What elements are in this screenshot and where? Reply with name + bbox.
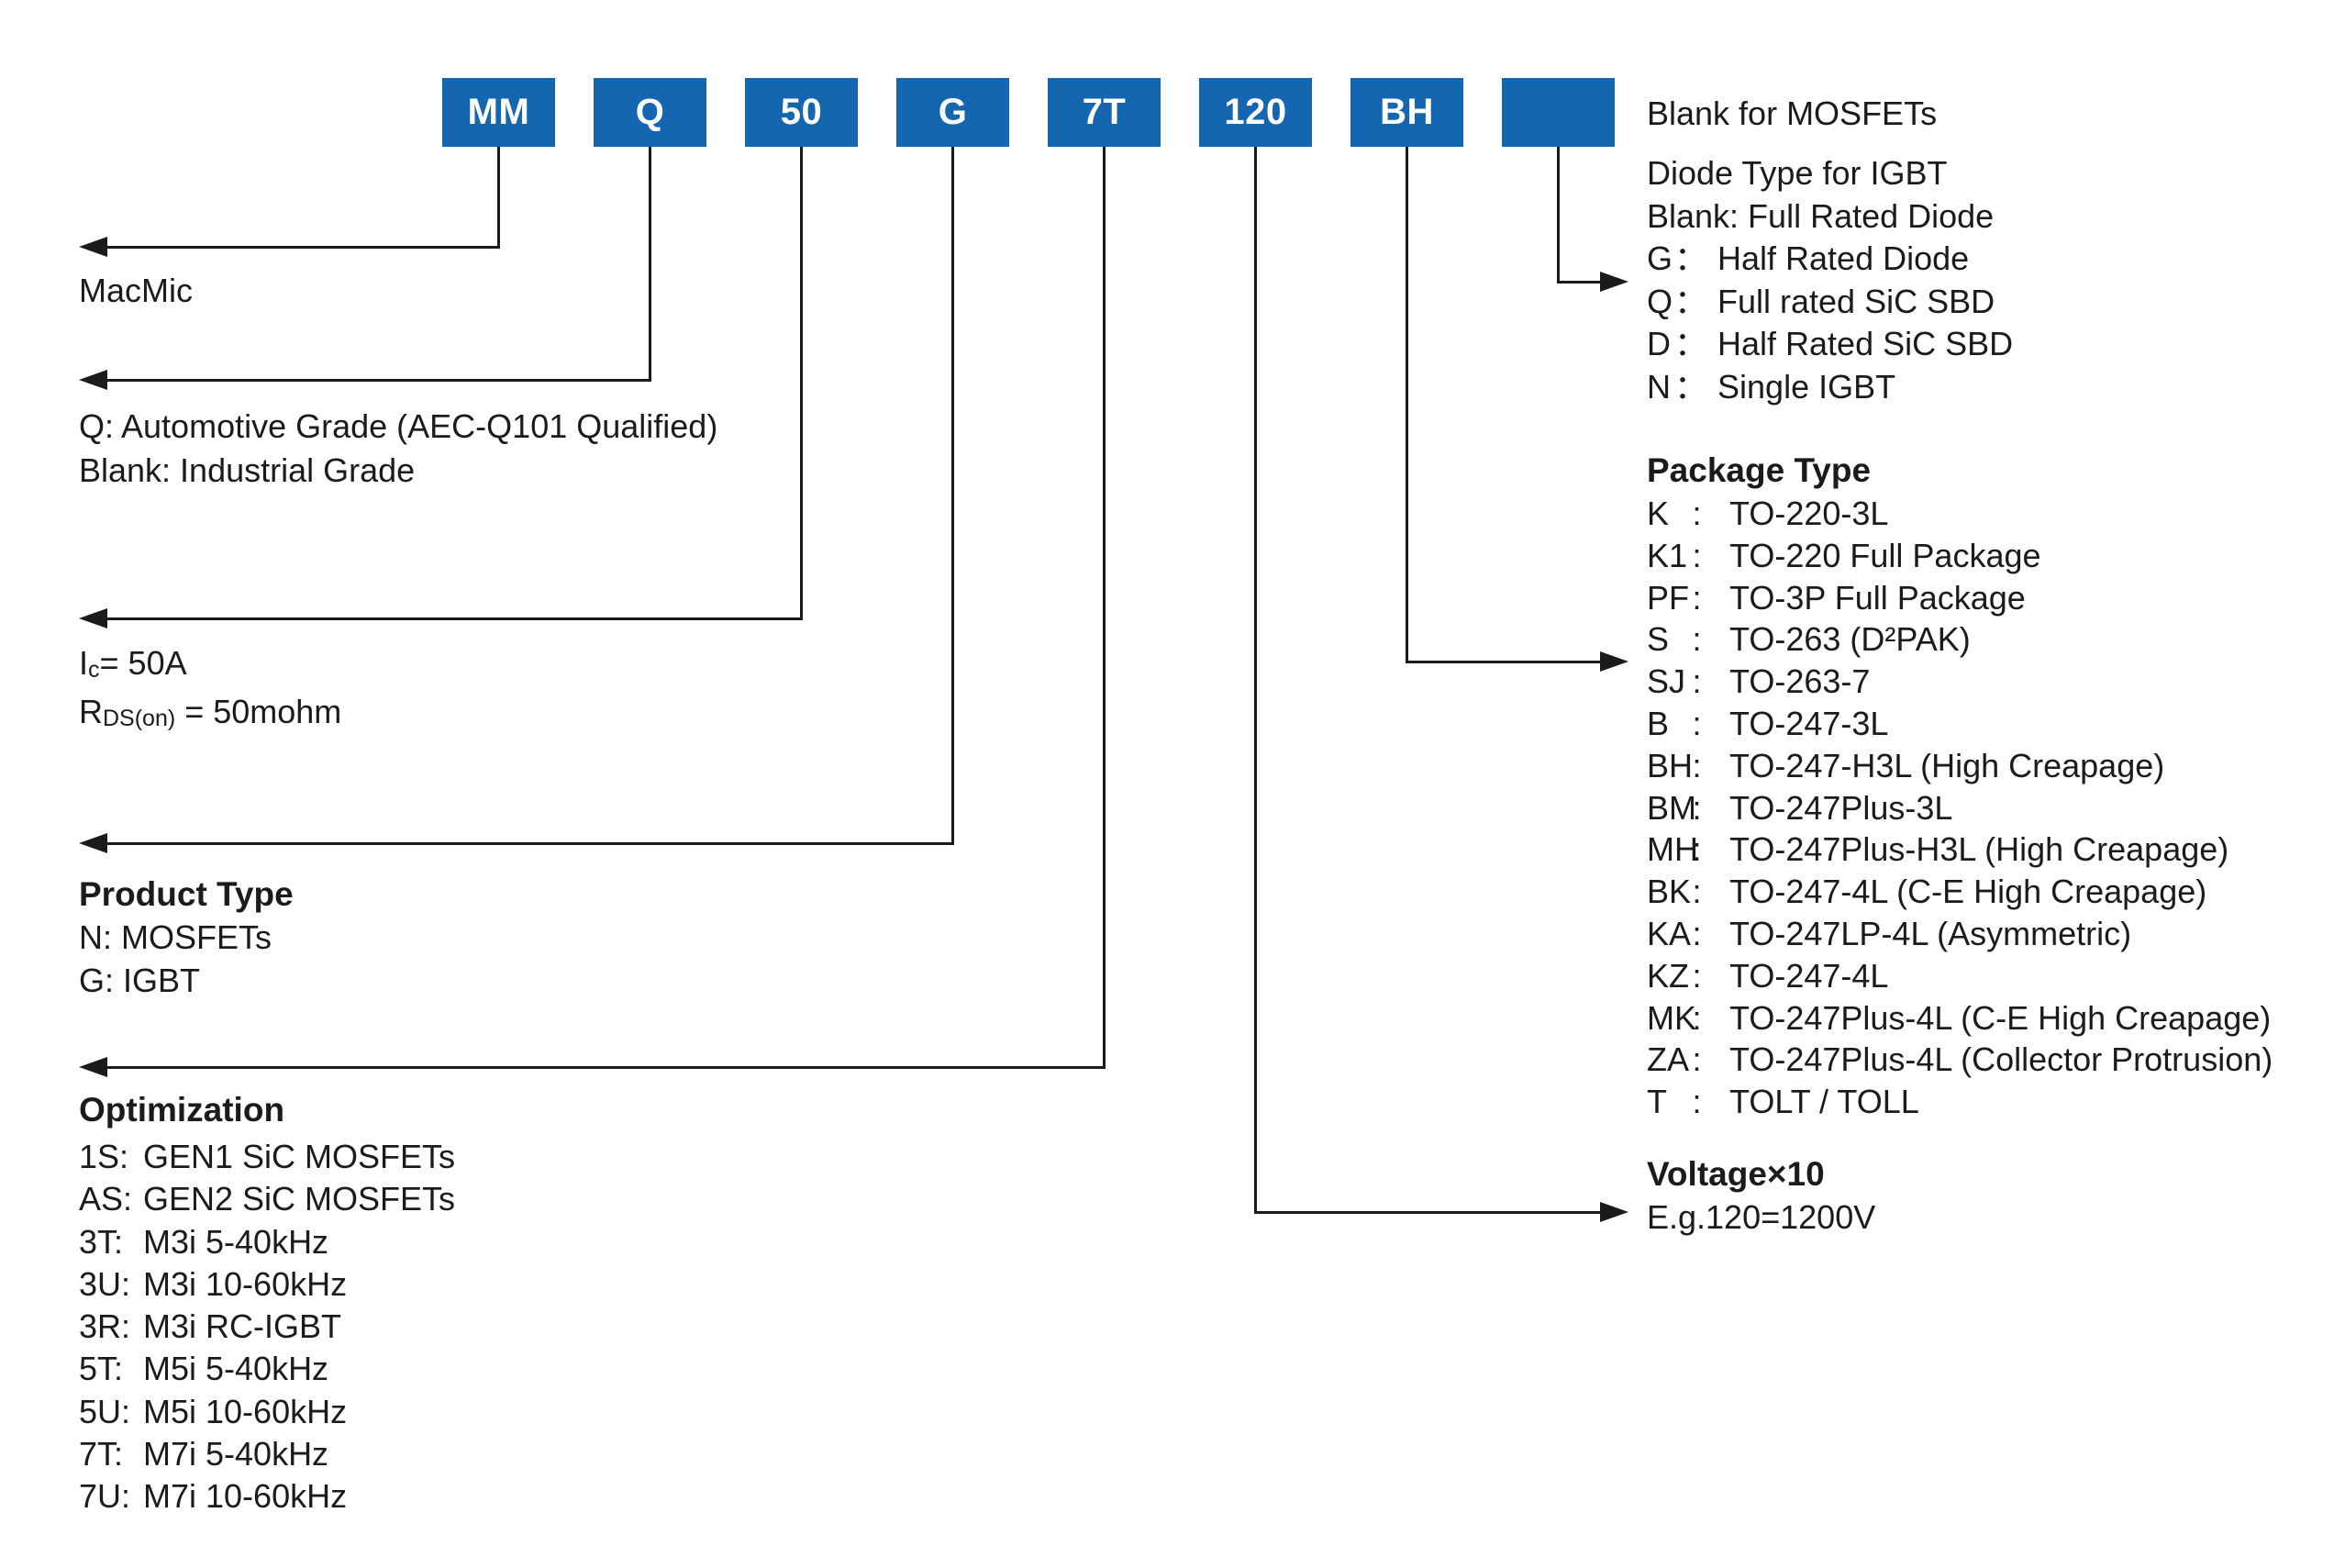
grade-industrial-line: Blank: Industrial Grade xyxy=(79,451,416,489)
diode-type-row: D：Half Rated SiC SBD xyxy=(1647,325,2014,363)
package-row: K1:TO-220 Full Package xyxy=(1647,536,2041,574)
connector-bh-hline xyxy=(1406,661,1602,663)
optimization-row: AS:GEN2 SiC MOSFETs xyxy=(79,1180,456,1218)
connector-g-hline xyxy=(103,842,954,845)
part-code-box-50: 50 xyxy=(745,78,858,147)
package-row: PF:TO-3P Full Package xyxy=(1647,578,2026,617)
part-code-box-120: 120 xyxy=(1199,78,1312,147)
optimization-row: 3U:M3i 10-60kHz xyxy=(79,1264,348,1303)
diode-type-row: G：Half Rated Diode xyxy=(1647,239,1970,278)
diode-type-blank-line: Blank: Full Rated Diode xyxy=(1647,196,1995,235)
optimization-row: 5T:M5i 5-40kHz xyxy=(79,1350,329,1388)
product-type-igbt-line: G: IGBT xyxy=(79,962,201,999)
subscript: DS(on) xyxy=(103,706,176,731)
part-code-box-mm: MM xyxy=(442,78,555,147)
product-type-title: Product Type xyxy=(79,875,294,913)
voltage-title: Voltage×10 xyxy=(1647,1155,1825,1193)
connector-50-vline xyxy=(800,147,803,620)
diode-type-title: Diode Type for IGBT xyxy=(1647,154,1948,192)
part-code-box-blank xyxy=(1502,78,1615,147)
optimization-row: 7T:M7i 5-40kHz xyxy=(79,1435,329,1473)
brand-label: MacMic xyxy=(79,272,193,309)
diode-type-row: N：Single IGBT xyxy=(1647,367,1896,406)
package-row: BM:TO-247Plus-3L xyxy=(1647,788,1953,827)
optimization-row: 7U:M7i 10-60kHz xyxy=(79,1477,348,1516)
diode-type-row: Q：Full rated SiC SBD xyxy=(1647,282,1995,320)
connector-blank-hline xyxy=(1557,281,1602,284)
arrow-left-icon xyxy=(79,608,107,628)
connector-q-hline xyxy=(103,379,651,382)
product-type-legend: N: MOSFETs G: IGBT xyxy=(79,916,272,1002)
connector-50-hline xyxy=(103,617,803,620)
part-code-box-q: Q xyxy=(594,78,706,147)
optimization-row: 3T:M3i 5-40kHz xyxy=(79,1222,329,1261)
connector-mm-vline xyxy=(497,147,500,249)
part-code-box-7t: 7T xyxy=(1048,78,1161,147)
connector-mm-hline xyxy=(103,246,500,249)
arrow-right-icon xyxy=(1600,272,1628,292)
subscript: c xyxy=(88,657,100,683)
package-row: MK:TO-247Plus-4L (C-E High Creapage) xyxy=(1647,998,2272,1037)
voltage-example: E.g.120=1200V xyxy=(1647,1198,1876,1236)
arrow-left-icon xyxy=(79,833,107,853)
part-code-box-g: G xyxy=(896,78,1009,147)
rds-rating-line: RDS(on) = 50mohm xyxy=(79,693,342,731)
package-row: BK:TO-247-4L (C-E High Creapage) xyxy=(1647,873,2207,911)
connector-q-vline xyxy=(649,147,651,382)
package-row: T:TOLT / TOLL xyxy=(1647,1083,1919,1121)
package-row: K:TO-220-3L xyxy=(1647,495,1889,532)
connector-7t-hline xyxy=(103,1066,1106,1069)
package-row: MH:TO-247Plus-H3L (High Creapage) xyxy=(1647,830,2229,869)
grade-legend: Q: Automotive Grade (AEC-Q101 Qualified)… xyxy=(79,405,717,493)
package-type-title: Package Type xyxy=(1647,451,1872,489)
connector-blank-vline xyxy=(1557,147,1560,284)
package-type-legend: K:TO-220-3L K1:TO-220 Full Package PF:TO… xyxy=(1647,493,2273,1123)
part-code-box-bh: BH xyxy=(1350,78,1463,147)
current-rating-line: Ic= 50A xyxy=(79,644,187,683)
optimization-title: Optimization xyxy=(79,1091,285,1129)
package-row: S:TO-263 (D²PAK) xyxy=(1647,620,1971,659)
grade-automotive-line: Q: Automotive Grade (AEC-Q101 Qualified) xyxy=(79,407,718,445)
package-row: SJ:TO-263-7 xyxy=(1647,662,1871,701)
package-row: B:TO-247-3L xyxy=(1647,704,1889,742)
connector-120-vline xyxy=(1254,147,1257,1214)
package-row: KZ:TO-247-4L xyxy=(1647,956,1889,995)
package-row: ZA:TO-247Plus-4L (Collector Protrusion) xyxy=(1647,1040,2273,1079)
connector-7t-vline xyxy=(1103,147,1106,1069)
optimization-row: 3R:M3i RC-IGBT xyxy=(79,1307,341,1346)
arrow-left-icon xyxy=(79,370,107,390)
optimization-legend: 1S:GEN1 SiC MOSFETs AS:GEN2 SiC MOSFETs … xyxy=(79,1136,455,1518)
optimization-row: 1S:GEN1 SiC MOSFETs xyxy=(79,1138,456,1175)
connector-120-hline xyxy=(1254,1211,1602,1214)
arrow-right-icon xyxy=(1600,651,1628,672)
optimization-row: 5U:M5i 10-60kHz xyxy=(79,1392,348,1430)
diode-type-legend: Diode Type for IGBT Blank: Full Rated Di… xyxy=(1647,152,2013,409)
arrow-right-icon xyxy=(1600,1202,1628,1222)
arrow-left-icon xyxy=(79,237,107,257)
package-row: BH:TO-247-H3L (High Creapage) xyxy=(1647,746,2165,784)
connector-g-vline xyxy=(951,147,954,845)
mosfet-blank-note: Blank for MOSFETs xyxy=(1647,95,1938,132)
connector-bh-vline xyxy=(1406,147,1408,663)
package-row: KA:TO-247LP-4L (Asymmetric) xyxy=(1647,914,2132,952)
arrow-left-icon xyxy=(79,1057,107,1077)
product-type-mosfet-line: N: MOSFETs xyxy=(79,918,272,956)
